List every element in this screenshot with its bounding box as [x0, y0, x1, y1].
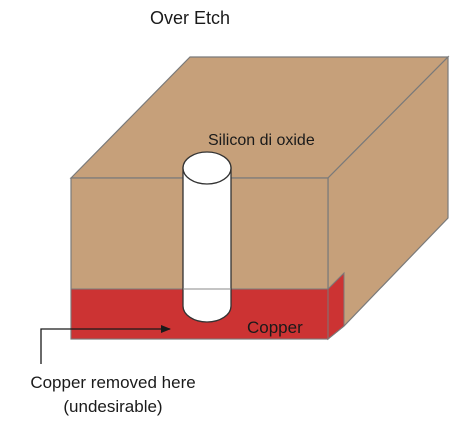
etched-hole: [182, 151, 232, 323]
annotation-line-1: Copper removed here: [30, 373, 196, 392]
annotation-arrow: [40, 325, 171, 364]
copper-label: Copper: [247, 318, 303, 337]
hole-body: [182, 167, 232, 323]
annotation-line-2: (undesirable): [63, 397, 163, 416]
page-title: Over Etch: [149, 8, 231, 28]
oxide-label: Silicon di oxide: [208, 132, 315, 149]
annotation-note: Copper removed here (undesirable): [0, 371, 226, 419]
hole-top-opening: [182, 151, 232, 185]
copper-layer-side: [327, 271, 345, 341]
